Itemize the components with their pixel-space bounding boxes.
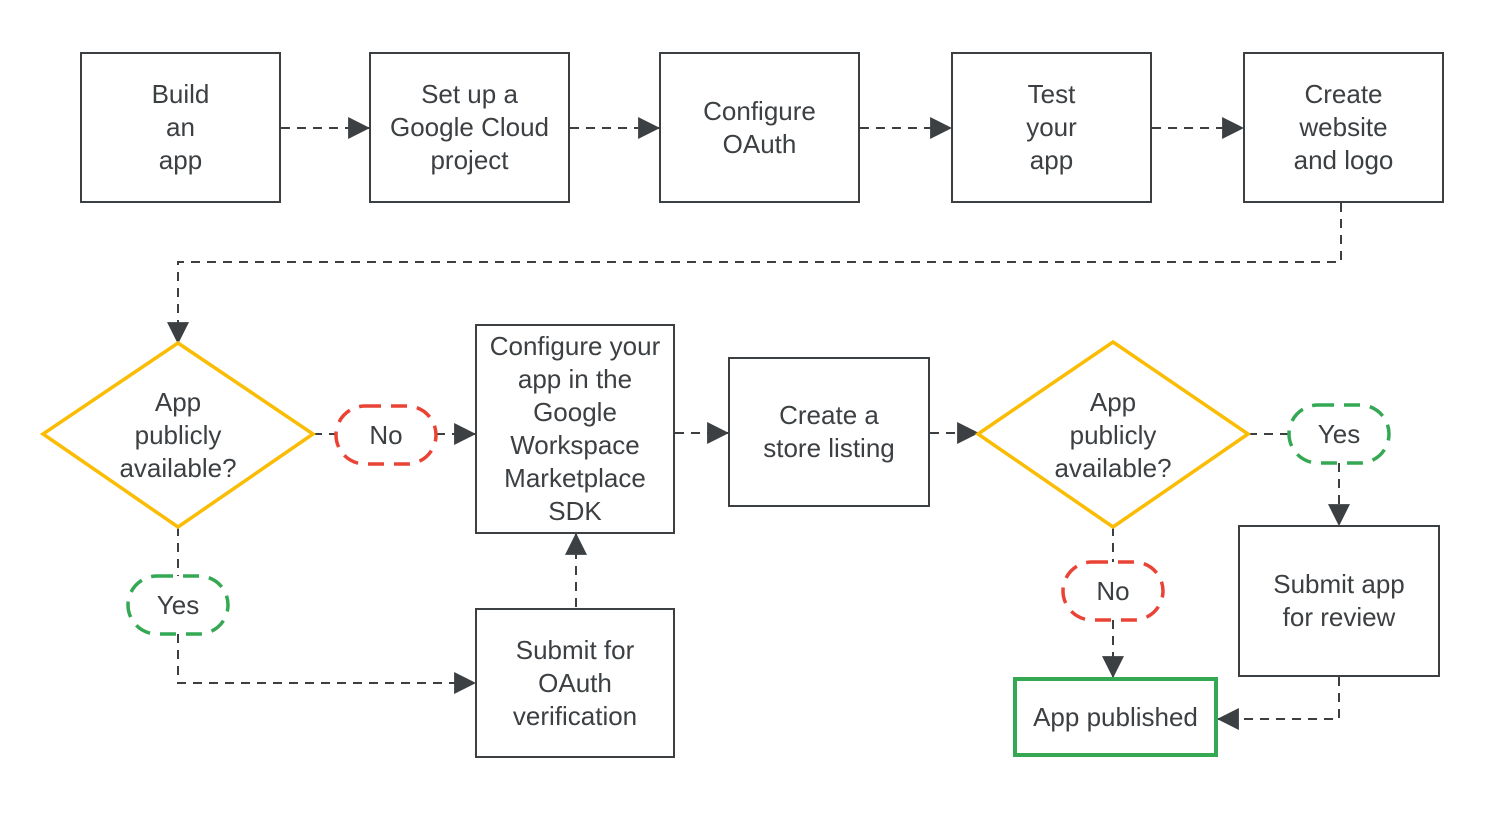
step-build-app: Build an app — [80, 52, 281, 203]
branch-label-yes-left: Yes — [156, 589, 200, 620]
step-setup-project: Set up a Google Cloud project — [369, 52, 570, 203]
step-test-app: Test your app — [951, 52, 1152, 203]
decision-left-diamond — [39, 340, 317, 530]
branch-pill-yes-left — [126, 574, 230, 636]
branch-label-no-left: No — [369, 419, 403, 450]
decision-left-label: App publicly available? — [119, 387, 237, 483]
step-store-listing: Create a store listing — [728, 357, 930, 507]
step-oauth-verification: Submit for OAuth verification — [475, 608, 675, 758]
decision-right-label: App publicly available? — [1054, 387, 1172, 483]
step-configure-sdk: Configure your app in the Google Workspa… — [475, 324, 675, 534]
branch-label-no-right: No — [1096, 575, 1130, 606]
step-app-published: App published — [1013, 677, 1218, 757]
branch-label-yes-right: Yes — [1317, 418, 1361, 449]
connector-yes-to-oauth-verification — [177, 634, 477, 694]
branch-pill-yes-right — [1287, 403, 1391, 465]
branch-pill-no-left — [334, 404, 438, 466]
decision-right-diamond — [974, 339, 1252, 530]
connector-website-to-decision-left — [167, 203, 1342, 345]
connector-submit-review-to-published — [1216, 677, 1340, 730]
step-submit-review: Submit app for review — [1238, 525, 1440, 677]
step-create-website: Create website and logo — [1243, 52, 1444, 203]
step-configure-oauth: Configure OAuth — [659, 52, 860, 203]
branch-pill-no-right — [1061, 560, 1165, 622]
